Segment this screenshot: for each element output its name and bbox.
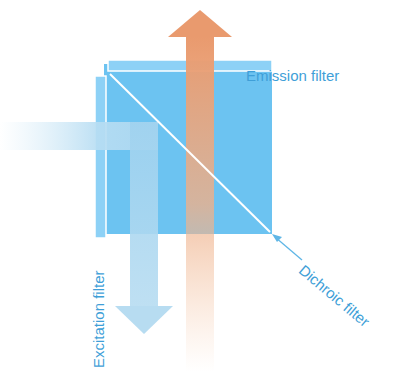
filter-label: Emission filter	[246, 68, 339, 83]
excitation-beam-down	[130, 122, 158, 308]
excitation-filter-plate	[95, 76, 106, 238]
emission-arrowhead	[168, 10, 232, 37]
emission-beam	[186, 36, 214, 372]
leader-line	[275, 237, 302, 260]
filter-label: Dichroic filter	[296, 262, 372, 329]
excitation-arrowhead	[115, 306, 173, 334]
dichroic-mirror	[110, 74, 270, 232]
leader-arrowhead	[272, 234, 282, 242]
filter-label: Excitation filter	[91, 270, 106, 368]
